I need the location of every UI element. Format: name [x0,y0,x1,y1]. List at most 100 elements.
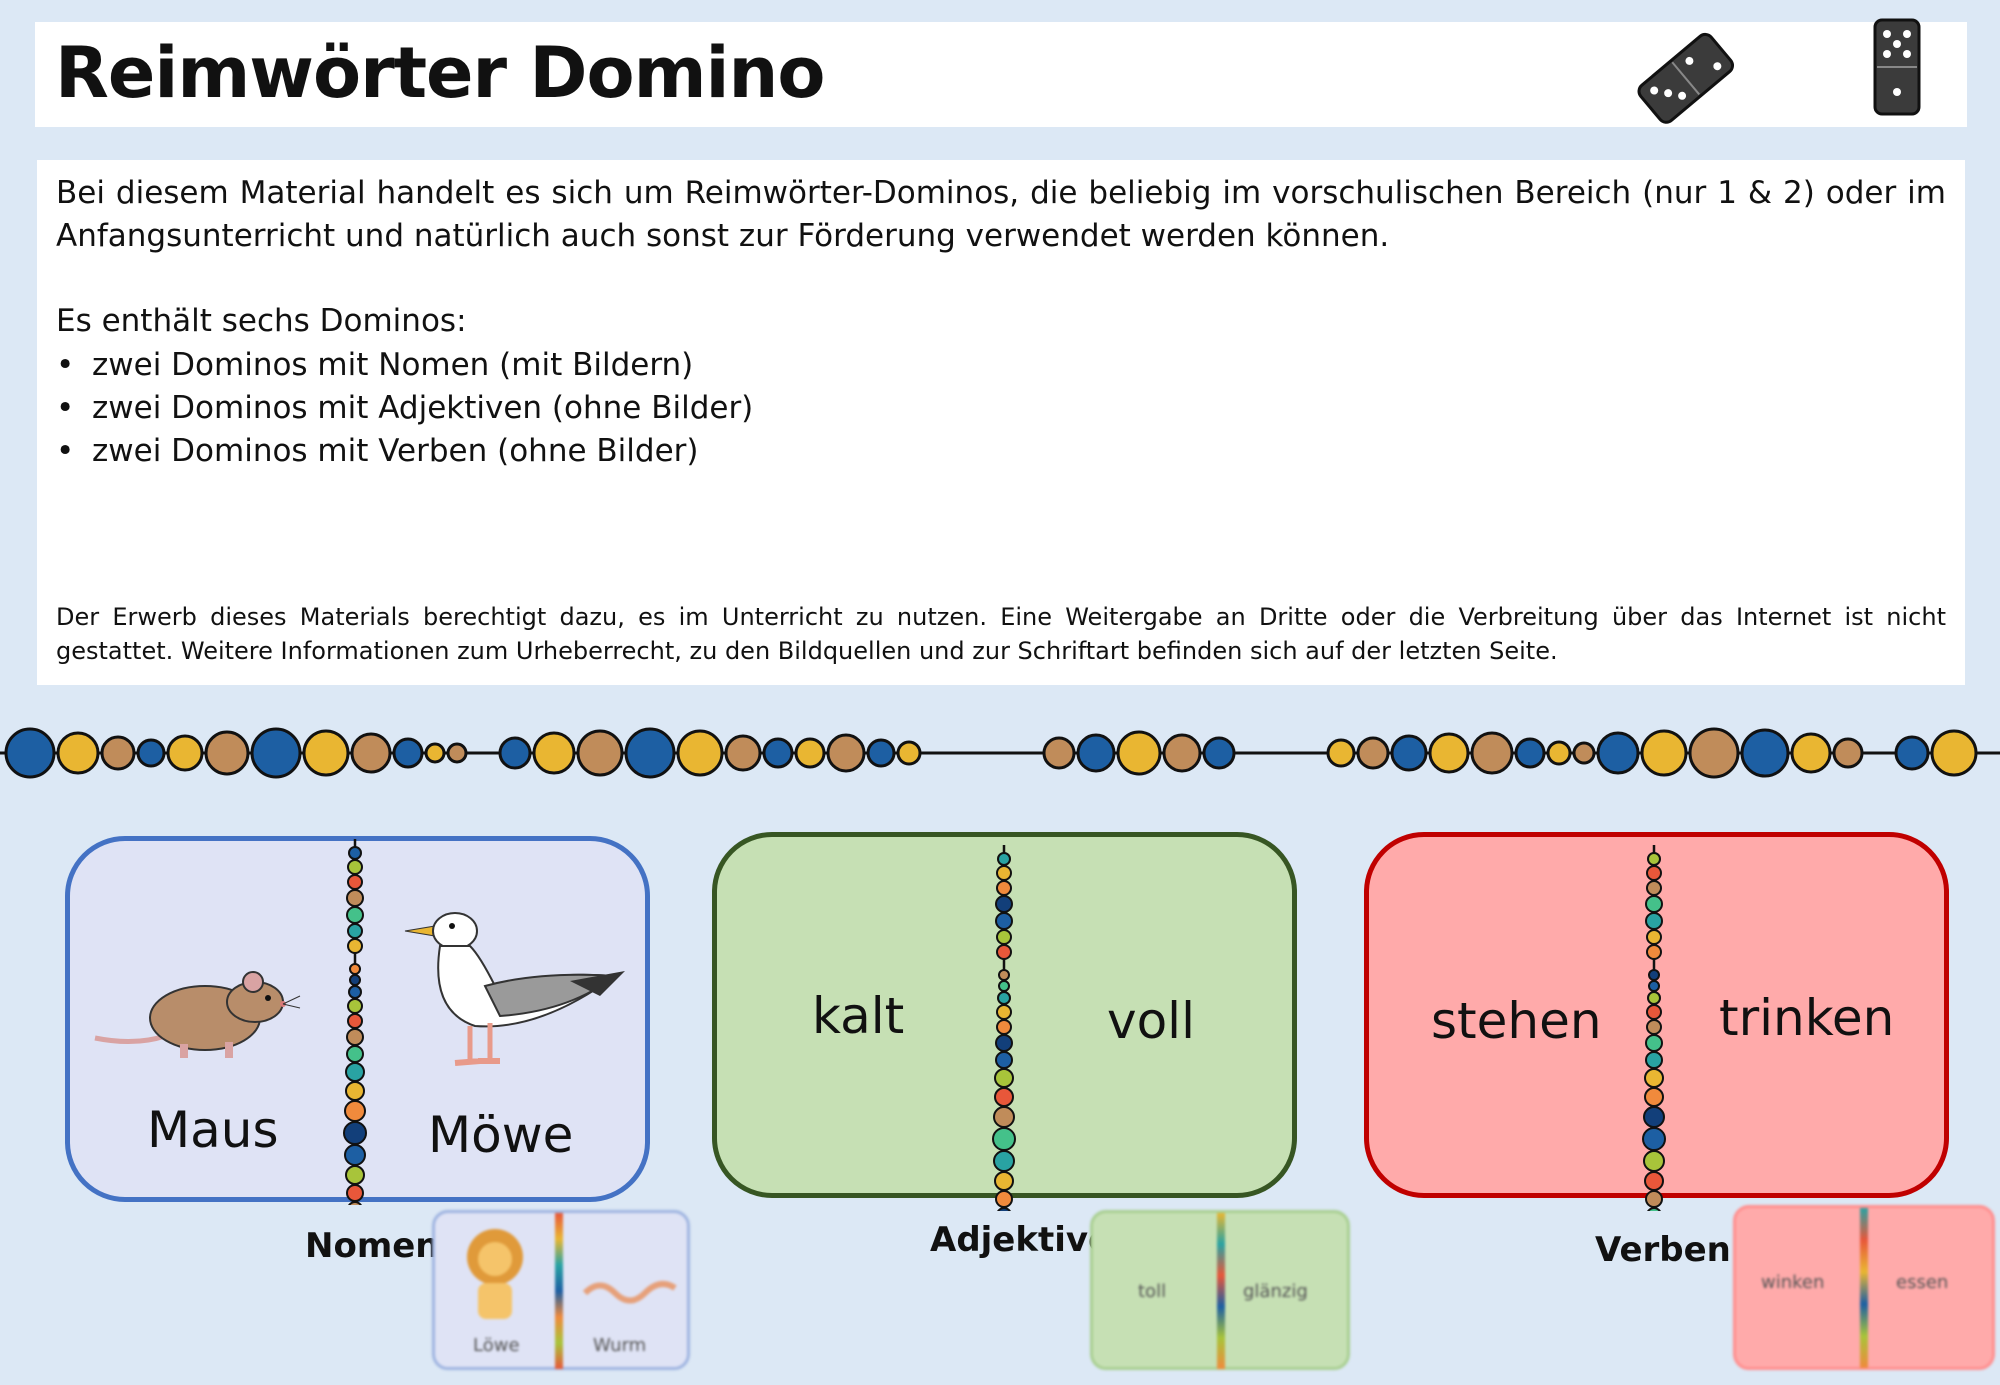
bead [992,1127,1016,1151]
bead [1596,731,1640,775]
bead [343,1121,367,1145]
category-label-verben: Verben [1595,1230,1731,1270]
bead [1646,865,1662,881]
bead [347,923,363,939]
bead [996,1004,1012,1020]
list-item: •zwei Dominos mit Verben (ohne Bilder) [56,433,699,469]
thumbnail-left-word: toll [1138,1281,1167,1302]
bead [347,938,363,954]
bead [56,731,100,775]
list-item: •zwei Dominos mit Nomen (mit Bildern) [56,347,694,383]
bead [424,742,446,764]
thumbnail-adjektive: toll glänzig [1090,1210,1350,1370]
bead [346,889,364,907]
bead [349,974,361,986]
bead [1644,1171,1664,1191]
bead [995,912,1013,930]
bead [1646,1004,1662,1020]
bead [1648,969,1660,981]
card-left-word: kalt [812,987,905,1045]
bead [997,852,1011,866]
bead [348,846,362,860]
domino-card-adjektive: kalt voll [712,832,1297,1211]
bead-divider [1642,845,1666,1211]
bead [166,734,204,772]
domino-upright-icon [1873,18,1921,116]
category-label-nomen: Nomen [305,1226,440,1266]
category-label-adjektive: Adjektive [930,1220,1112,1260]
intro-paragraph: Bei diesem Material handelt es sich um R… [56,175,1946,254]
contents-list: •zwei Dominos mit Nomen (mit Bildern) •z… [56,344,753,473]
bead [1645,1190,1663,1208]
bead [1162,733,1202,773]
bead [347,859,363,875]
bead [794,737,826,769]
thumbnail-right-word: Wurm [593,1335,647,1356]
card-right-word: trinken [1719,989,1895,1047]
lion-illustration [467,1229,523,1319]
bead [344,1144,366,1166]
bead [1894,735,1930,771]
bead [347,998,363,1014]
bead-divider [992,845,1016,1211]
thumbnail-verben: winken essen [1733,1205,1995,1370]
bead [1645,1034,1663,1052]
bead [1042,736,1076,770]
thumbnail-right-word: glänzig [1243,1281,1308,1302]
domino-card-verben: stehen trinken [1364,832,1949,1211]
bead [1116,730,1162,776]
bead [1644,1087,1664,1107]
bead [996,1019,1012,1035]
bead [996,880,1012,896]
bead [997,991,1011,1005]
bead [204,730,250,776]
bead [1645,895,1663,913]
page-title: Reimwörter Domino [55,32,825,114]
card-left-word: Maus [147,1101,279,1159]
bead [994,1068,1014,1088]
bead [998,980,1010,992]
bead [346,906,364,924]
bead [1646,944,1662,960]
bead [1832,737,1864,769]
bead [1326,738,1356,768]
bead [826,733,866,773]
bead [1790,732,1832,774]
legal-notice: Der Erwerb dieses Materials berechtigt d… [56,603,1946,665]
bead [1640,729,1688,777]
thumbnail-left-word: Löwe [473,1335,520,1356]
bead [1390,734,1428,772]
bead [993,1150,1015,1172]
bead [762,737,794,769]
seagull-illustration [404,912,625,1066]
bead [997,1207,1011,1211]
bead [1646,929,1662,945]
bead [994,1171,1014,1191]
bead [1202,736,1236,770]
bead [346,1028,364,1046]
card-left-word: stehen [1431,992,1602,1050]
bead [576,729,624,777]
bead [866,738,896,768]
bead [1646,1019,1662,1035]
contents-heading: Es enthält sechs Dominos: [56,303,467,339]
bead-divider [343,839,367,1205]
bead [346,1184,364,1202]
bead [995,1034,1013,1052]
bead [1645,912,1663,930]
bead [1644,1068,1664,1088]
bead [302,729,350,777]
bead [1546,740,1572,766]
bead [993,1106,1015,1128]
bead [1642,1127,1666,1151]
bead [446,742,468,764]
bead [995,895,1013,913]
bead [1688,727,1740,779]
bead [1646,880,1662,896]
bead [994,1087,1014,1107]
bead [896,740,922,766]
bead [724,734,762,772]
bead [996,944,1012,960]
bead [995,1190,1013,1208]
thumbnail-nomen: Löwe Wurm [432,1210,690,1370]
